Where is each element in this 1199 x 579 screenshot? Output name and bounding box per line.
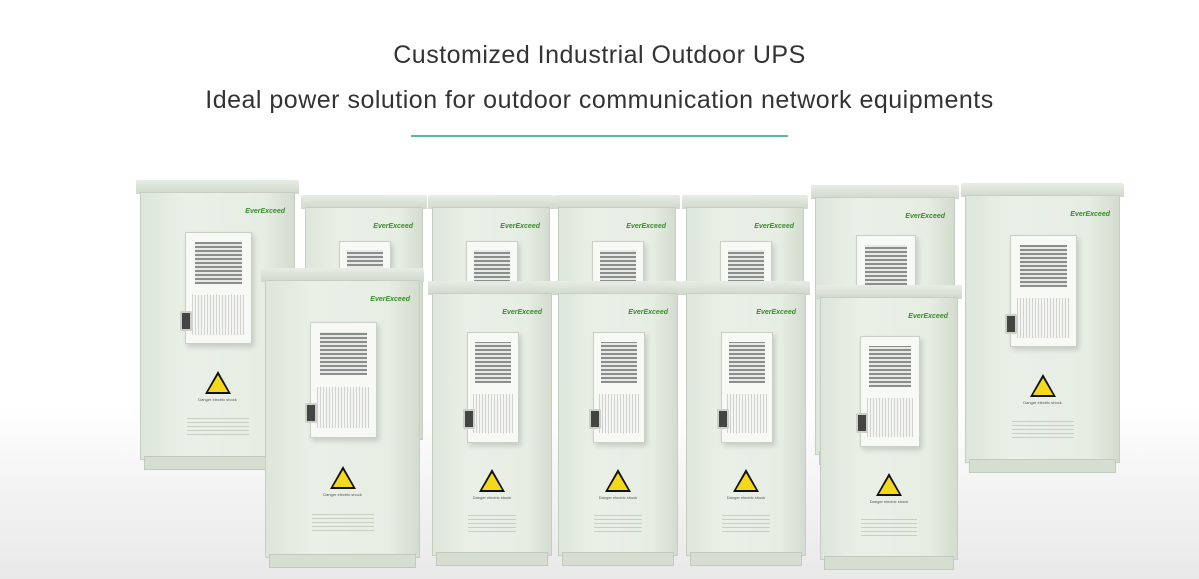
ups-cabinet: EverExceed ⚡ Danger electric shock (961, 183, 1124, 473)
brand-logo: EverExceed (373, 223, 413, 230)
air-conditioner-unit (592, 332, 646, 443)
warning-sign-icon: ⚡ (1029, 374, 1056, 398)
vent-slots (468, 514, 516, 535)
door-lock-icon (180, 310, 193, 331)
ups-cabinet: EverExceed ⚡ Danger electric shock (136, 180, 299, 470)
sign-label: Danger electric shock (726, 495, 766, 501)
air-conditioner-unit (860, 336, 920, 447)
door-lock-icon (717, 409, 730, 430)
brand-logo: EverExceed (908, 313, 948, 320)
air-conditioner-unit (720, 332, 774, 443)
air-conditioner-unit (309, 322, 378, 438)
air-conditioner-unit (1009, 235, 1078, 348)
brand-logo: EverExceed (628, 309, 668, 316)
brand-logo: EverExceed (500, 223, 540, 230)
warning-sign-icon: ⚡ (479, 469, 505, 493)
sign-label: Danger electric shock (869, 499, 909, 505)
brand-logo: EverExceed (756, 309, 796, 316)
door-lock-icon (1005, 313, 1018, 334)
door-lock-icon (305, 403, 318, 423)
air-conditioner-unit (184, 232, 253, 345)
door-lock-icon (589, 409, 602, 430)
title-divider (411, 135, 788, 137)
warning-sign-icon: ⚡ (605, 469, 631, 493)
door-lock-icon (855, 413, 868, 434)
vent-slots (1011, 420, 1074, 441)
air-conditioner-unit (466, 332, 520, 443)
brand-logo: EverExceed (245, 208, 285, 215)
vent-slots (311, 514, 374, 534)
vent-slots (186, 417, 249, 438)
page-subtitle: Ideal power solution for outdoor communi… (205, 86, 994, 114)
sign-label: Danger electric shock (198, 397, 237, 403)
ups-cabinet: EverExceed ⚡ Danger electric shock (261, 268, 424, 568)
warning-sign-icon: ⚡ (733, 469, 759, 493)
page-title: Customized Industrial Outdoor UPS (393, 41, 806, 69)
brand-logo: EverExceed (370, 296, 410, 303)
vent-slots (594, 514, 642, 535)
brand-logo: EverExceed (1070, 211, 1110, 218)
sign-label: Danger electric shock (1023, 400, 1062, 406)
brand-logo: EverExceed (502, 309, 542, 316)
ups-cabinet: EverExceed ⚡ Danger electric shock (816, 285, 962, 570)
brand-logo: EverExceed (626, 223, 666, 230)
warning-sign-icon: ⚡ (204, 371, 231, 395)
vent-slots (722, 514, 770, 535)
ups-cabinet: EverExceed ⚡ Danger electric shock (428, 281, 556, 566)
brand-logo: EverExceed (905, 213, 945, 220)
brand-logo: EverExceed (754, 223, 794, 230)
sign-label: Danger electric shock (472, 495, 512, 501)
sign-label: Danger electric shock (598, 495, 638, 501)
ups-cabinet: EverExceed ⚡ Danger electric shock (682, 281, 810, 566)
warning-sign-icon: ⚡ (876, 473, 902, 497)
sign-label: Danger electric shock (323, 492, 362, 497)
door-lock-icon (463, 409, 476, 430)
warning-sign-icon: ⚡ (329, 466, 356, 489)
ups-cabinet: EverExceed ⚡ Danger electric shock (554, 281, 682, 566)
vent-slots (861, 518, 917, 539)
